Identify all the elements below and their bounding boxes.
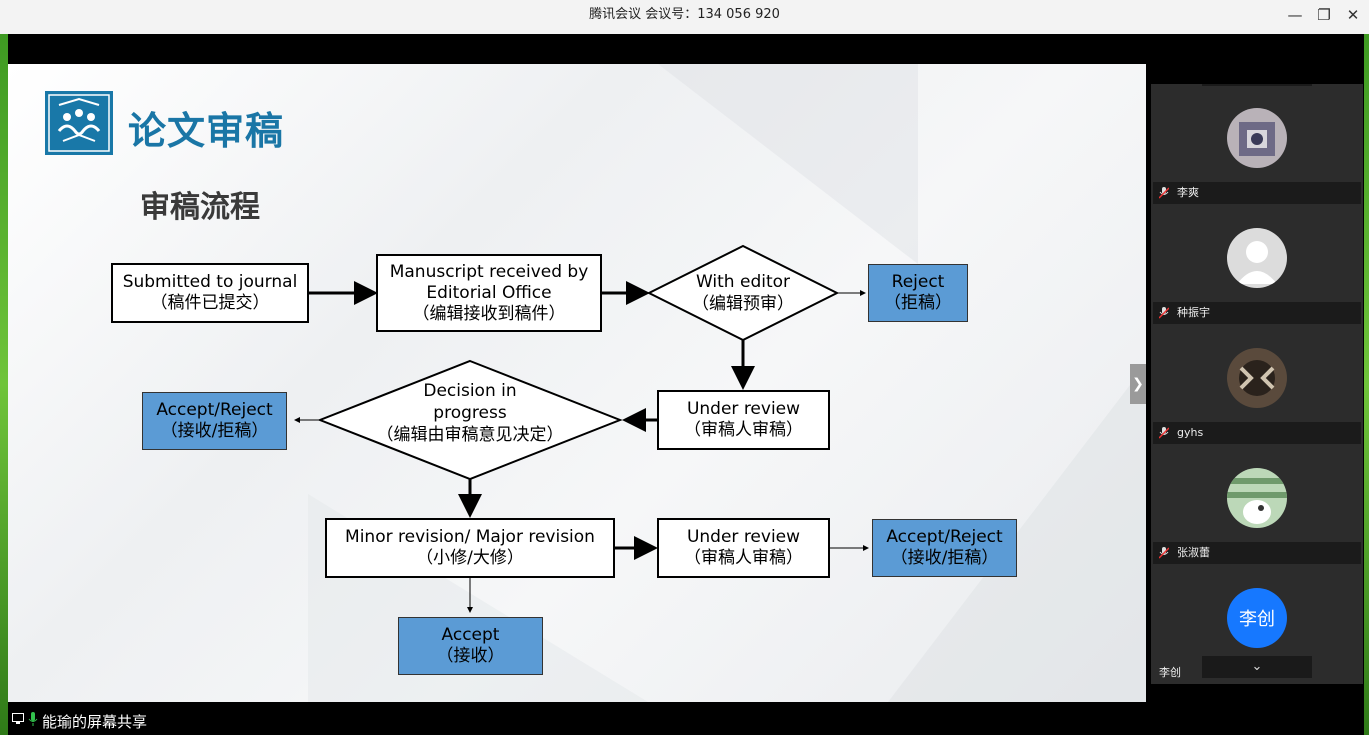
node-received: Manuscript received by Editorial Office …	[376, 254, 602, 332]
node-decision: Decision in progress （编辑由审稿意见决定）	[360, 378, 580, 448]
mic-muted-icon	[1159, 187, 1169, 199]
node-accept-reject-2: Accept/Reject （接收/拒稿）	[872, 519, 1017, 577]
share-label: 能瑜的屏幕共享	[42, 713, 148, 731]
node-editor: With editor （编辑预审）	[668, 268, 818, 318]
shared-slide: 论文审稿 审稿流程 Submitted to journal （稿件已提交） M…	[8, 64, 1146, 702]
microphone-icon	[28, 712, 38, 726]
avatar	[1227, 108, 1287, 168]
node-text: Decision in	[423, 381, 517, 401]
participant-name: gyhs	[1177, 426, 1204, 439]
participant-tile[interactable]: 张淑蕾	[1151, 446, 1363, 564]
scroll-down-button[interactable]: ⌄	[1202, 656, 1312, 678]
node-text: progress	[433, 403, 507, 423]
avatar	[1227, 468, 1287, 528]
node-text: Submitted to journal	[122, 272, 298, 292]
participant-name: 张淑蕾	[1177, 546, 1210, 559]
node-text: （编辑预审）	[692, 294, 794, 314]
participant-tile[interactable]: gyhs	[1151, 326, 1363, 444]
participant-name-bar: gyhs	[1153, 422, 1361, 444]
participant-name-bar: 张淑蕾	[1153, 542, 1361, 564]
panel-toggle-button[interactable]: ❯	[1130, 364, 1146, 404]
node-text: Manuscript received by	[389, 261, 589, 282]
default-avatar-icon	[1227, 228, 1287, 288]
flowchart-connectors	[294, 244, 869, 613]
journal-logo-icon	[45, 91, 113, 155]
node-accept-reject-1: Accept/Reject （接收/拒稿）	[142, 392, 287, 450]
node-text: Under review	[686, 399, 801, 419]
node-text: Accept/Reject	[886, 527, 1003, 547]
avatar: 李创	[1227, 588, 1287, 648]
slide-subtitle: 审稿流程	[140, 190, 260, 225]
avatar-text: 李创	[1227, 588, 1287, 648]
screen-share-bar: 能瑜的屏幕共享	[8, 705, 1364, 735]
node-under-review-2: Under review （审稿人审稿）	[657, 518, 830, 578]
node-text: （小修/大修）	[416, 548, 524, 568]
mic-muted-icon	[1159, 547, 1169, 559]
node-text: Accept/Reject	[156, 400, 273, 420]
node-revision: Minor revision/ Major revision （小修/大修）	[325, 518, 615, 578]
node-text: Reject	[891, 272, 945, 292]
node-text: With editor	[695, 272, 791, 292]
screen-share-icon	[12, 713, 24, 724]
avatar	[1227, 348, 1287, 408]
node-text: Under review	[686, 527, 801, 547]
node-text: （接收/拒稿）	[160, 421, 269, 441]
node-submitted: Submitted to journal （稿件已提交）	[111, 263, 309, 323]
minimize-button[interactable]: —	[1287, 6, 1303, 24]
node-text: （审稿人审稿）	[684, 548, 803, 568]
participant-name: 李创	[1159, 666, 1181, 679]
participant-name: 李爽	[1177, 186, 1199, 199]
window-title-bar: 腾讯会议 会议号：134 056 920 — ❐ ✕	[0, 0, 1369, 35]
participant-tile[interactable]: 种振宇	[1151, 206, 1363, 324]
node-text: Minor revision/ Major revision	[345, 527, 595, 547]
participant-name: 种振宇	[1177, 306, 1210, 319]
desktop-background-left	[0, 34, 8, 735]
node-reject: Reject （拒稿）	[868, 264, 968, 322]
participant-name-bar: 李爽	[1153, 182, 1361, 204]
node-text: （审稿人审稿）	[684, 420, 803, 440]
close-button[interactable]: ✕	[1346, 6, 1360, 24]
node-text: Editorial Office	[426, 282, 552, 303]
node-text: （编辑由审稿意见决定）	[376, 425, 564, 445]
restore-button[interactable]: ❐	[1317, 6, 1331, 24]
node-text: （接收）	[436, 646, 505, 666]
node-text: （拒稿）	[884, 293, 952, 313]
node-text: （稿件已提交）	[150, 293, 270, 313]
meeting-title: 腾讯会议 会议号：134 056 920	[589, 7, 780, 22]
background-facet	[658, 64, 918, 264]
mic-muted-icon	[1159, 307, 1169, 319]
node-accept: Accept （接收）	[398, 617, 543, 675]
node-text: （接收/拒稿）	[890, 548, 999, 568]
participant-name-bar: 种振宇	[1153, 302, 1361, 324]
desktop-background-right	[1364, 34, 1369, 735]
mic-muted-icon	[1159, 427, 1169, 439]
node-under-review-1: Under review （审稿人审稿）	[657, 390, 830, 450]
node-text: Accept	[441, 625, 500, 645]
node-text: （编辑接收到稿件）	[412, 303, 566, 324]
participant-tile[interactable]: 李爽	[1151, 86, 1363, 204]
slide-title: 论文审稿	[128, 109, 285, 153]
